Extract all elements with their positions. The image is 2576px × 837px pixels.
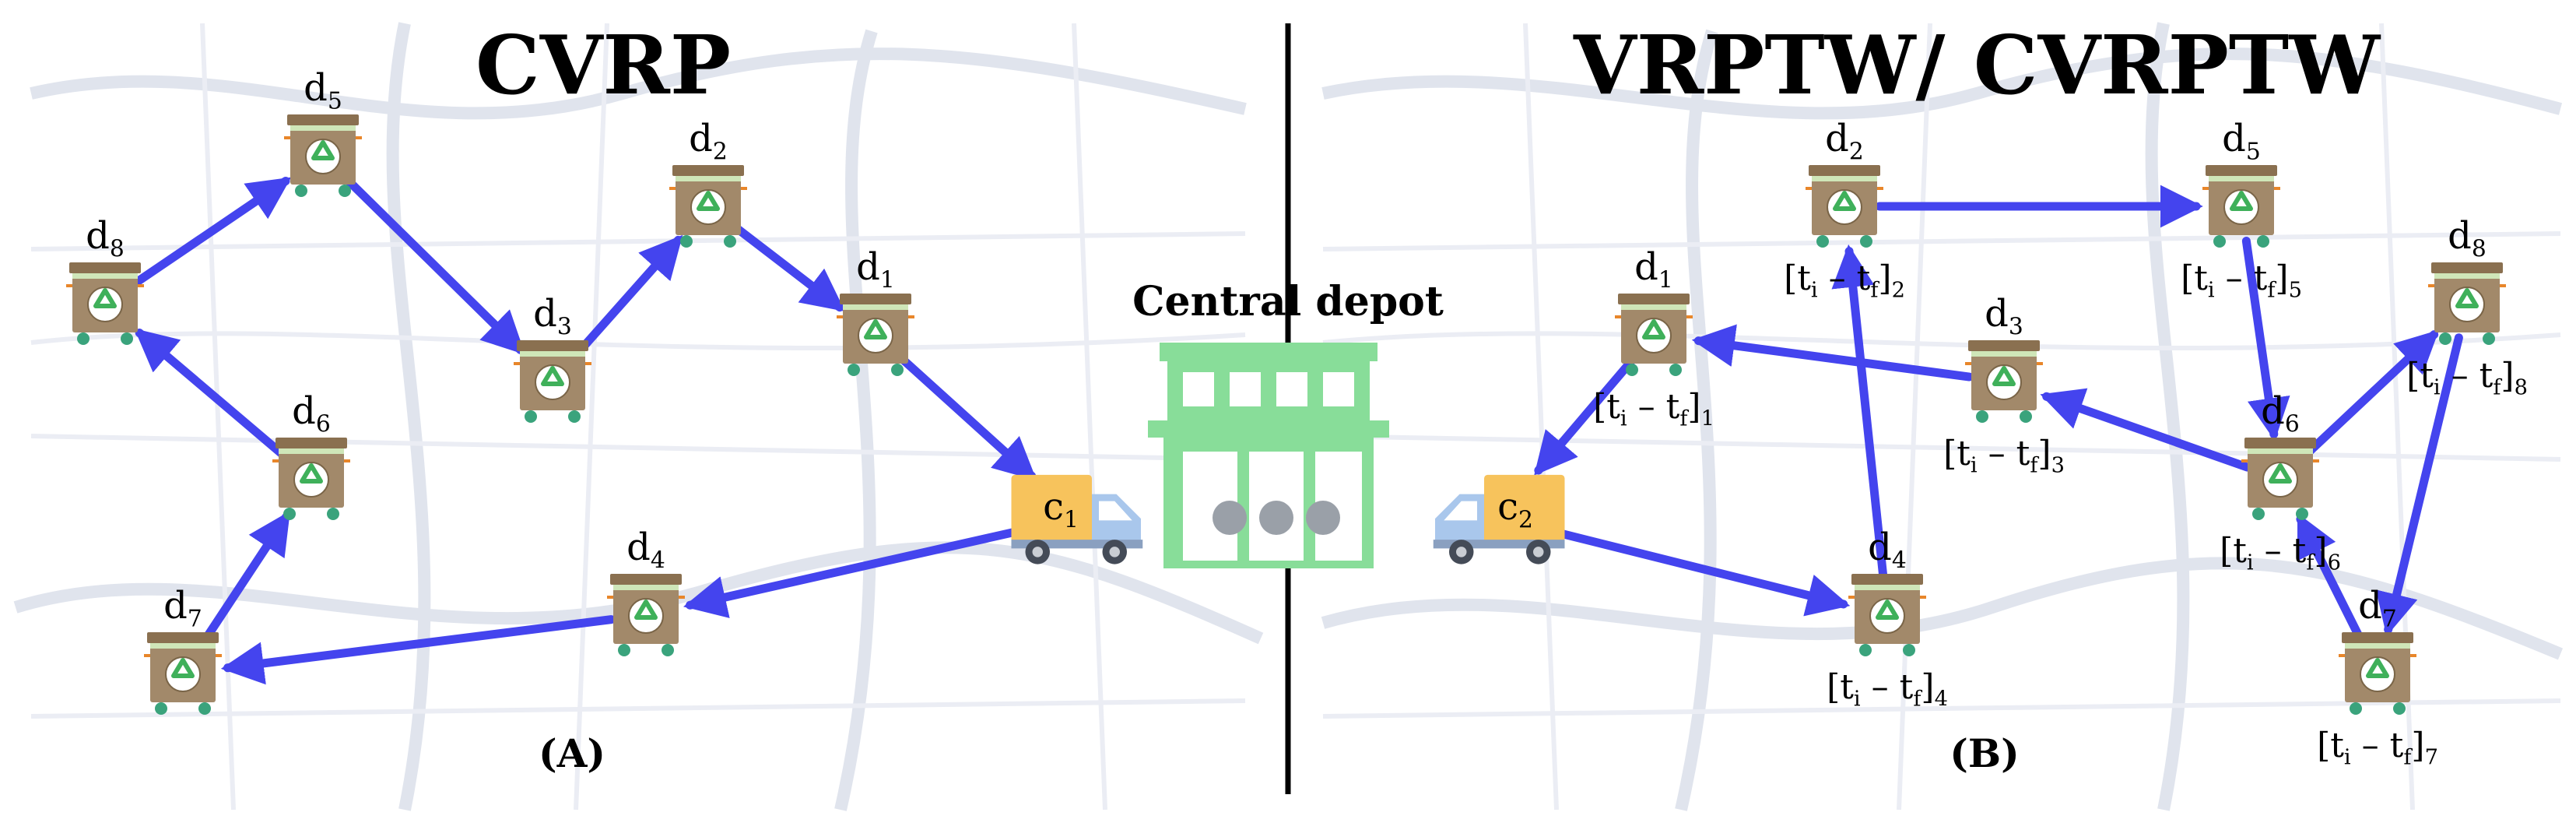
panel-b-time-window-d8: [ti – tf]8 bbox=[2406, 356, 2528, 400]
panel-a-route-arrow-d2-to-d1 bbox=[732, 223, 845, 312]
panel-b-bin-label-d2: d2 bbox=[1825, 117, 1864, 166]
depot-building-icon bbox=[1148, 343, 1389, 568]
panel-b-time-window-d4: [ti – tf]4 bbox=[1827, 667, 1948, 712]
panel-b-bin-d8: d8 [ti – tf]8 bbox=[2406, 214, 2528, 400]
panel-b-route-arrow-c2-to-d4 bbox=[1546, 526, 1851, 617]
panel-a-bin-d7: d7 bbox=[142, 584, 223, 715]
panel-b-time-window-d1: [ti – tf]1 bbox=[1593, 387, 1714, 431]
panel-b-time-window-d3: [ti – tf]3 bbox=[1943, 434, 2065, 478]
panel-b-bin-d3: d3 [ti – tf]3 bbox=[1943, 292, 2065, 478]
panel-a-route-arrow-d3-to-d2 bbox=[571, 234, 683, 360]
central-depot: Central depot bbox=[1132, 278, 1444, 568]
panel-b-vehicle-label: c2 bbox=[1497, 485, 1533, 534]
panel-a-bin-label-d1: d1 bbox=[856, 245, 895, 294]
panel-b-bin-label-d5: d5 bbox=[2222, 117, 2261, 166]
panel-a-bin-d8: d8 bbox=[65, 214, 146, 345]
panel-a-bin-label-d4: d4 bbox=[626, 526, 665, 575]
panel-a-bin-d5: d5 bbox=[283, 66, 363, 197]
panel-a-route-arrow-d1-to-c1 bbox=[897, 353, 1037, 481]
routes-layer bbox=[129, 176, 2463, 685]
panel-b-vehicle-c2: c2 bbox=[1433, 474, 1565, 564]
panel-a-bin-label-d5: d5 bbox=[304, 66, 342, 115]
panel-a-bin-d3: d3 bbox=[512, 292, 593, 423]
panel-a-bin-d2: d2 bbox=[668, 117, 749, 248]
panel-b-time-window-d5: [ti – tf]5 bbox=[2181, 258, 2302, 303]
panel-b-route-arrow-d6-to-d8 bbox=[2301, 329, 2440, 459]
panel-b-bin-label-d8: d8 bbox=[2448, 214, 2487, 263]
panel-b-route-arrow-d6-to-d3 bbox=[2040, 388, 2252, 472]
panel-b-bin-d1: d1 [ti – tf]1 bbox=[1593, 245, 1714, 431]
panel-a-route-arrow-c1-to-d4 bbox=[683, 525, 1030, 618]
panel-a-route-arrow-d7-to-d6 bbox=[198, 511, 291, 649]
panel-a-vehicle-label: c1 bbox=[1043, 485, 1079, 534]
panel-a-route-arrow-d8-to-d5 bbox=[129, 177, 292, 289]
panel-b-time-window-d2: [ti – tf]2 bbox=[1784, 258, 1905, 303]
panel-a-bin-d1: d1 bbox=[835, 245, 916, 376]
panel-b-route-arrow-d3-to-d1 bbox=[1691, 324, 1974, 382]
panel-b-bin-label-d6: d6 bbox=[2261, 389, 2300, 438]
panel-b-bin-d4: d4 [ti – tf]4 bbox=[1827, 526, 1948, 712]
panel-a-vehicle-c1: c1 bbox=[1011, 474, 1143, 564]
panel-b-route-arrow-d5-to-d6 bbox=[2241, 237, 2290, 441]
panel-b-caption: (B) bbox=[1950, 730, 2020, 776]
panel-b-route-arrow-d1-to-c2 bbox=[1534, 357, 1636, 476]
panel-a-bin-d6: d6 bbox=[271, 389, 352, 520]
panel-b-route-arrow-d8-to-d7 bbox=[2375, 333, 2463, 637]
panel-b-bin-d7: d7 [ti – tf]7 bbox=[2317, 584, 2438, 770]
panel-b-bin-label-d1: d1 bbox=[1634, 245, 1673, 294]
panel-a-caption: (A) bbox=[539, 730, 605, 776]
panel-a-bin-d4: d4 bbox=[605, 526, 686, 656]
panel-a-bin-label-d3: d3 bbox=[533, 292, 572, 341]
panel-a-bin-label-d2: d2 bbox=[689, 117, 728, 166]
panel-b-bin-d2: d2 [ti – tf]2 bbox=[1784, 117, 1905, 303]
panel-b-title: VRPTW/ CVRPTW bbox=[1573, 17, 2381, 113]
depot-label: Central depot bbox=[1132, 278, 1444, 325]
panel-b-route-arrow-d4-to-d2 bbox=[1831, 244, 1888, 585]
panel-a-route-arrow-d4-to-d7 bbox=[220, 615, 616, 685]
panel-b-bin-d5: d5 [ti – tf]5 bbox=[2181, 117, 2302, 303]
panel-b-bin-label-d3: d3 bbox=[1985, 292, 2023, 341]
panel-b-bin-label-d7: d7 bbox=[2358, 584, 2397, 633]
panel-b-time-window-d7: [ti – tf]7 bbox=[2317, 726, 2438, 770]
panel-a-bin-label-d7: d7 bbox=[163, 584, 202, 633]
panel-a-bin-label-d8: d8 bbox=[86, 214, 125, 263]
panel-a-route-arrow-d5-to-d3 bbox=[343, 176, 525, 355]
panel-b-route-arrow-d7-to-d6 bbox=[2296, 513, 2367, 647]
panel-a-route-arrow-d6-to-d8 bbox=[134, 328, 290, 461]
panel-a-bin-label-d6: d6 bbox=[292, 389, 331, 438]
panel-b-bin-label-d4: d4 bbox=[1868, 526, 1907, 575]
panel-a-title: CVRP bbox=[476, 17, 731, 113]
panel-b-time-window-d6: [ti – tf]6 bbox=[2220, 531, 2341, 575]
panel-b-bin-d6: d6 [ti – tf]6 bbox=[2220, 389, 2341, 575]
nodes-layer: d1 d2 d3 d4 d5 d6 d7 d8 c1 d1 [ti – tf]1 d2 [ti – tf… bbox=[65, 66, 2528, 770]
